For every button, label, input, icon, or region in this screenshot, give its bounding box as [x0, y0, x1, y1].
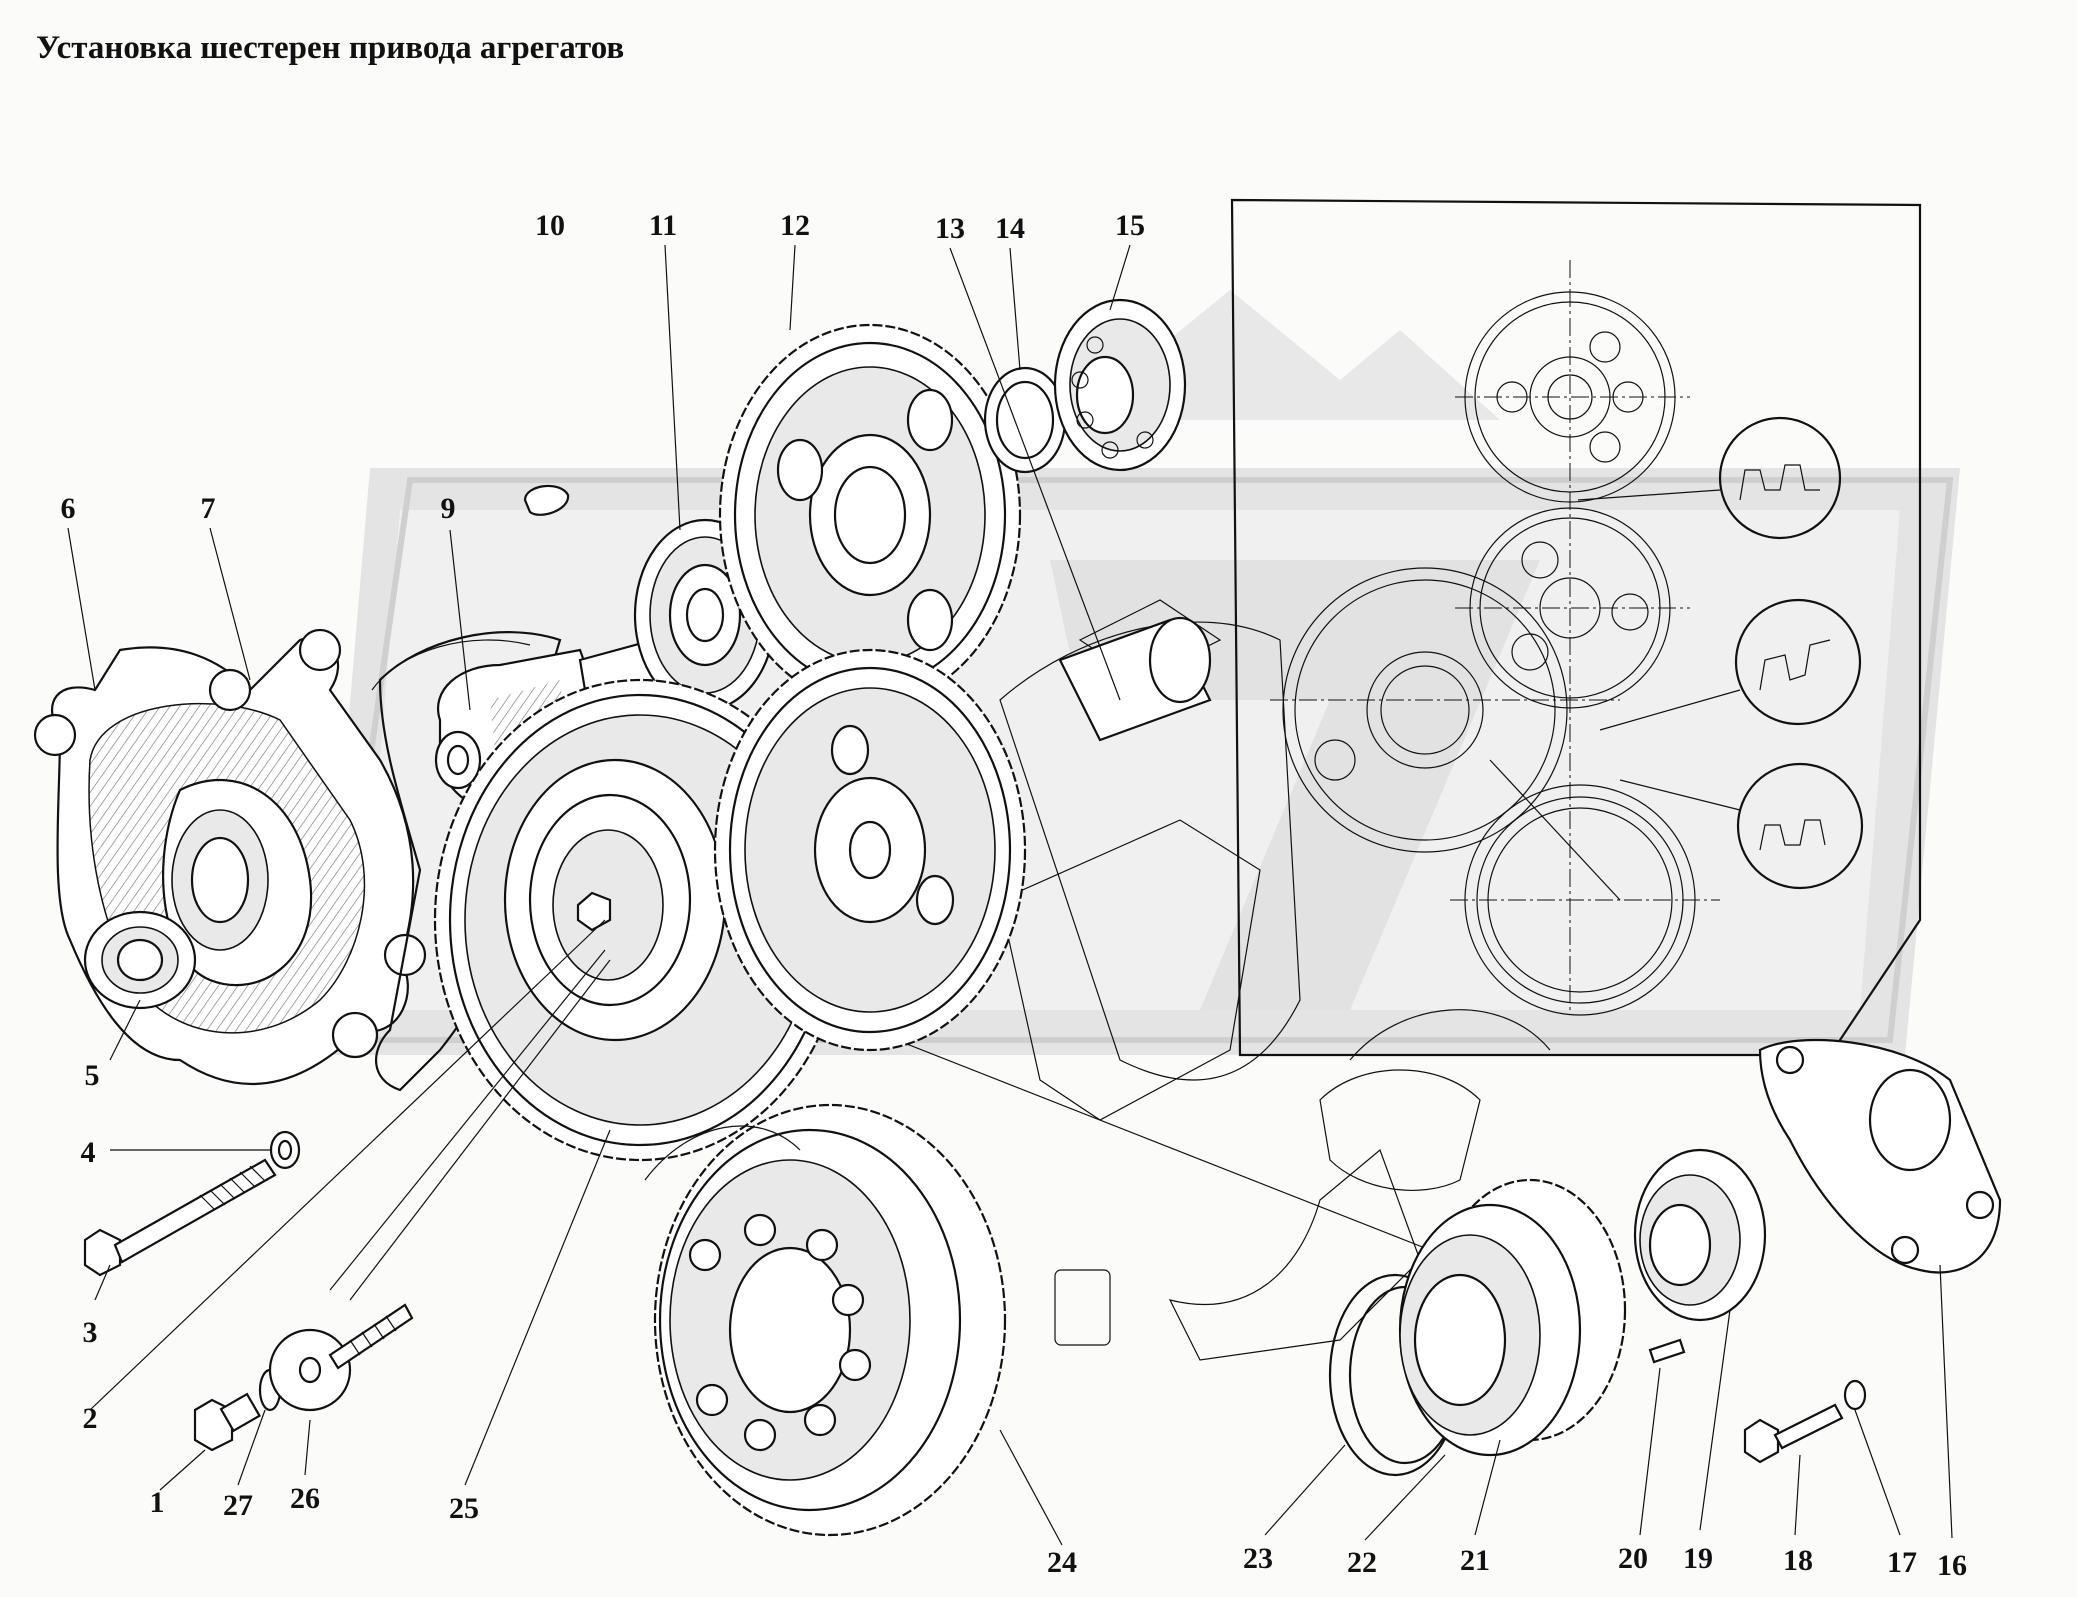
gear-drive-shaft: [1398, 1178, 1627, 1457]
inset-tooth-detail-3: [1619, 762, 1864, 890]
inset-tooth-detail-1: [1577, 416, 1842, 540]
callout-11: 11: [649, 209, 677, 242]
callout-12: 12: [780, 209, 810, 242]
callout-18: 18: [1783, 1544, 1813, 1577]
bolt-right: [1743, 1379, 1867, 1464]
bolt: [83, 1158, 277, 1277]
page-title: Установка шестерен привода агрегатов: [36, 30, 625, 66]
woodruff-key: [523, 484, 570, 516]
bushing: [83, 910, 197, 1010]
callout-25: 25: [449, 1492, 479, 1525]
callout-13: 13: [935, 212, 965, 245]
callout-22: 22: [1347, 1546, 1377, 1579]
callout-16: 16: [1937, 1549, 1967, 1582]
crankshaft-assembly: [794, 599, 1551, 1361]
bearing-large-top: [1053, 298, 1187, 472]
inset-tooth-detail-2: [1599, 598, 1862, 731]
callout-4: 4: [81, 1136, 96, 1169]
gear-mesh-inset: [1230, 198, 1922, 1057]
bearing-right: [1633, 1148, 1767, 1322]
callout-21: 21: [1460, 1544, 1490, 1577]
callout-5: 5: [85, 1059, 100, 1092]
lock-washer: [269, 1130, 301, 1170]
gear-large-top: [718, 323, 1022, 707]
callout-24: 24: [1047, 1546, 1077, 1579]
shaft-flange: [1758, 1038, 2002, 1274]
callout-10: 10: [535, 209, 565, 242]
callout-1: 1: [150, 1486, 165, 1519]
callout-27: 27: [223, 1489, 253, 1522]
callout-14: 14: [995, 212, 1025, 245]
gear-crankshaft: [644, 1103, 1007, 1537]
callout-26: 26: [290, 1482, 320, 1515]
callout-15: 15: [1115, 209, 1145, 242]
idler-bolt-assembly: [193, 1303, 414, 1452]
callout-6: 6: [61, 492, 76, 525]
callout-23: 23: [1243, 1542, 1273, 1575]
callout-2: 2: [83, 1402, 98, 1435]
pin: [1648, 1338, 1686, 1364]
leader-lines: [67, 244, 1953, 1546]
seal-ring: [983, 366, 1067, 474]
inset-bottom-gear: [1450, 784, 1720, 1016]
callout-7: 7: [201, 492, 216, 525]
inset-left-gear: [1270, 567, 1620, 853]
callout-20: 20: [1618, 1542, 1648, 1575]
gear-camshaft: [713, 648, 1027, 1052]
idler-shaft: [1058, 616, 1212, 742]
gasket: [371, 631, 562, 1092]
callout-17: 17: [1887, 1546, 1917, 1579]
callout-9: 9: [441, 492, 456, 525]
callout-19: 19: [1683, 1542, 1713, 1575]
callout-labels: 1 2 3 4 5 6 7 9 10 11 12 13 14 15 16 17 …: [61, 209, 1968, 1582]
callout-3: 3: [83, 1316, 98, 1349]
